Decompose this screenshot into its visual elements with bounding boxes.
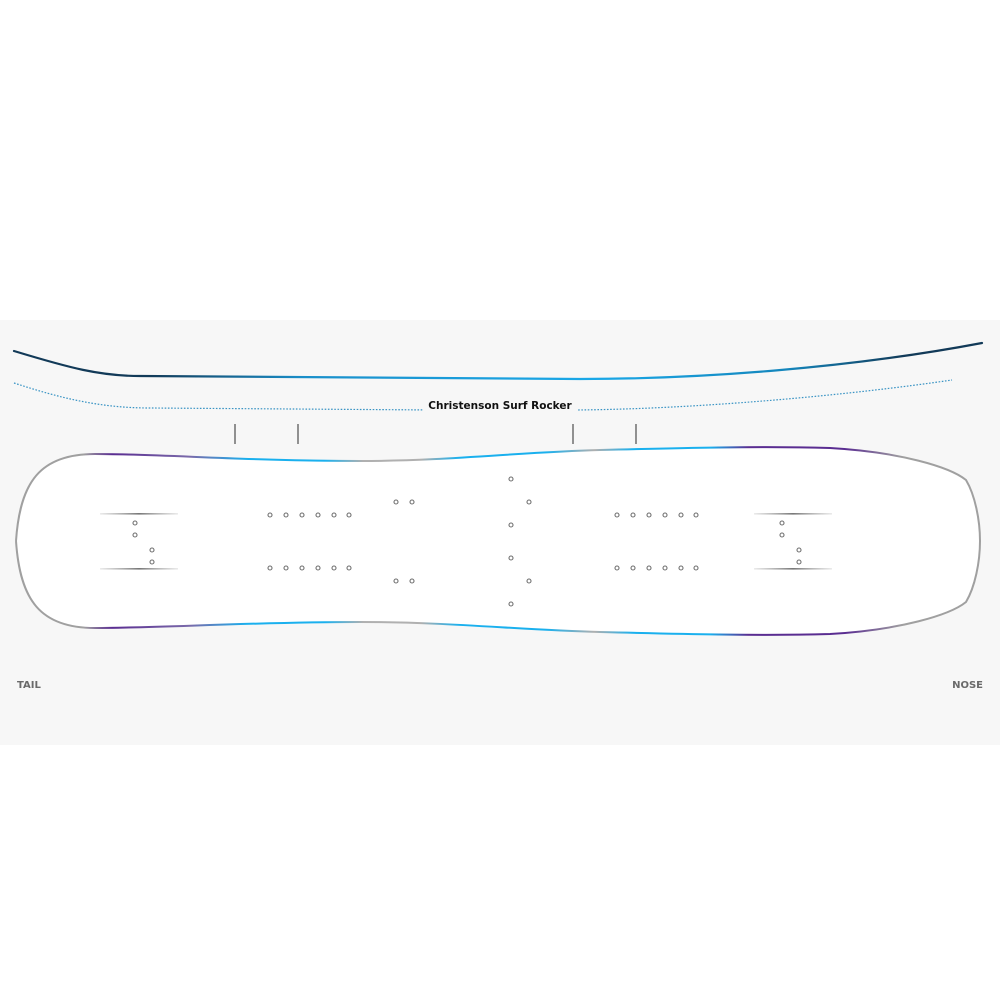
- board-bottom-edge: [15, 540, 981, 636]
- nose-slot-bottom: [754, 568, 832, 570]
- tail-slot-bottom: [100, 568, 178, 570]
- rocker-profile-line: [12, 341, 984, 381]
- tail-slot-top: [100, 513, 178, 515]
- tail-label: TAIL: [17, 680, 41, 691]
- rocker-profile-title: Christenson Surf Rocker: [423, 400, 577, 412]
- nose-slot-top: [754, 513, 832, 515]
- stance-markers: [234, 424, 637, 444]
- insert-holes: [132, 476, 802, 607]
- rocker-reference-dotted-line-right: [574, 379, 953, 411]
- rocker-profile-label: Christenson Surf Rocker: [0, 400, 1000, 412]
- nose-label: NOSE: [952, 680, 983, 691]
- rocker-reference-dotted-line: [13, 382, 436, 411]
- board-top-edge: [15, 446, 981, 542]
